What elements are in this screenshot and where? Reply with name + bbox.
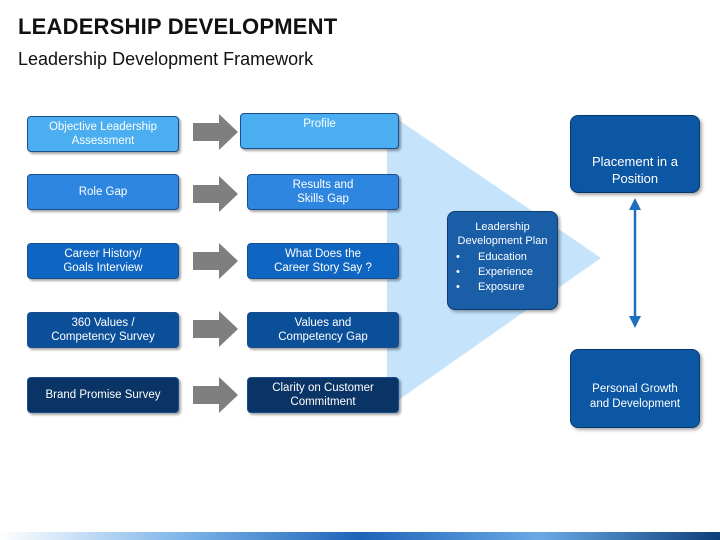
bullet-icon: • — [456, 281, 460, 293]
left-box-objective-assessment: Objective Leadership Assessment — [27, 116, 179, 152]
right-arrow-icon — [193, 311, 238, 347]
development-plan-title: Leadership Development Plan — [457, 221, 548, 247]
left-box-label: Role Gap — [78, 186, 128, 198]
right-box-results-skills-gap: Results and Skills Gap — [247, 174, 399, 210]
personal-growth-box: Personal Growth and Development — [570, 349, 700, 428]
right-arrow-icon — [193, 176, 238, 212]
left-box-label: Objective Leadership Assessment — [48, 121, 158, 147]
left-box-360-values: 360 Values / Competency Survey — [27, 312, 179, 348]
right-arrow-icon — [193, 243, 238, 279]
placement-position-label: Placement in a Position — [592, 154, 678, 186]
right-box-customer-commitment: Clarity on Customer Commitment — [247, 377, 399, 413]
right-box-label: Results and Skills Gap — [292, 179, 354, 205]
right-box-profile: Profile — [240, 113, 399, 149]
list-item: •Education — [456, 251, 527, 263]
bullet-icon: • — [456, 266, 460, 278]
right-box-values-competency-gap: Values and Competency Gap — [247, 312, 399, 348]
right-box-label: Profile — [303, 118, 336, 130]
right-box-label: Values and Competency Gap — [278, 317, 368, 343]
left-box-brand-promise: Brand Promise Survey — [27, 377, 179, 413]
development-plan-box: Leadership Development Plan •Education •… — [447, 211, 558, 310]
right-box-label: Clarity on Customer Commitment — [272, 382, 374, 408]
right-box-career-story: What Does the Career Story Say ? — [247, 243, 399, 279]
double-arrow-icon — [629, 198, 641, 328]
decorative-bottom-bar — [0, 532, 720, 540]
left-box-label: Brand Promise Survey — [45, 389, 161, 401]
list-item: •Experience — [456, 266, 534, 278]
left-box-role-gap: Role Gap — [27, 174, 179, 210]
slide-subtitle: Leadership Development Framework — [18, 49, 314, 69]
right-box-label: What Does the Career Story Say ? — [274, 248, 372, 274]
right-arrow-icon — [193, 377, 238, 413]
right-arrow-icon — [193, 114, 238, 150]
left-box-career-history: Career History/ Goals Interview — [27, 243, 179, 279]
slide-title: LEADERSHIP DEVELOPMENT — [18, 14, 338, 39]
placement-position-box: Placement in a Position — [570, 115, 700, 193]
left-box-label: Career History/ Goals Interview — [63, 248, 143, 274]
left-box-label: 360 Values / Competency Survey — [51, 317, 155, 343]
personal-growth-label: Personal Growth and Development — [589, 383, 681, 410]
list-item: •Exposure — [456, 281, 525, 293]
development-plan-list: •Education •Experience •Exposure — [448, 250, 557, 295]
bullet-icon: • — [456, 251, 460, 263]
